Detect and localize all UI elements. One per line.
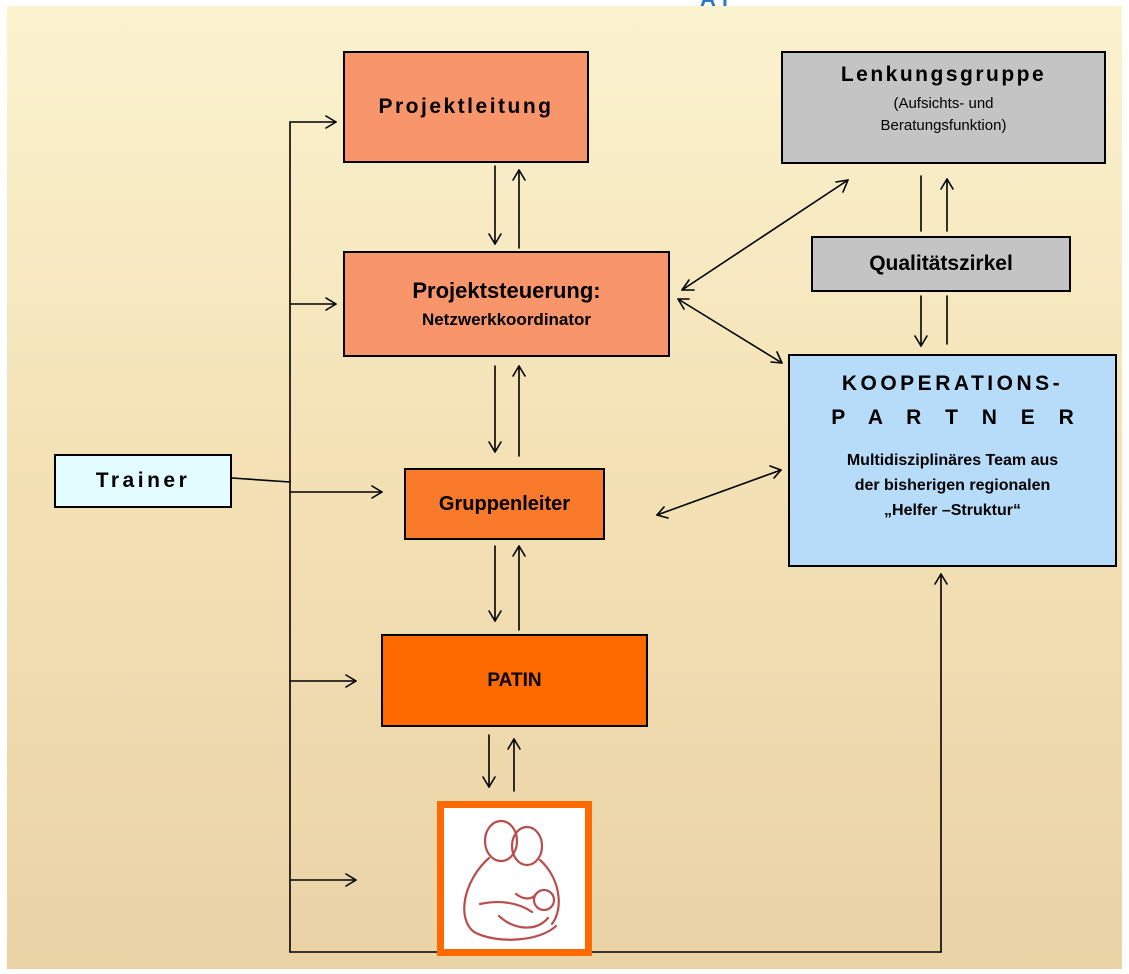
lenkungsgruppe-box: Lenkungsgruppe (Aufsichts- und Beratungs… [781, 51, 1106, 164]
projektleitung-label: Projektleitung [378, 95, 554, 118]
arrow-ps-koop [677, 298, 783, 364]
arrowhead-ps-lenkung-end [835, 179, 849, 193]
projektleitung-box: Projektleitung [343, 51, 589, 163]
kooperationspartner-description: Multidisziplinäres Team aus der bisherig… [847, 448, 1058, 523]
arrowhead-child [345, 873, 357, 887]
patin-label: PATIN [487, 669, 542, 691]
trainer-box: Trainer [54, 454, 232, 508]
arrowhead-projektsteuerung [325, 297, 337, 311]
lenkungsgruppe-subtitle: (Aufsichts- und Beratungsfunktion) [881, 93, 1007, 137]
kooperationspartner-title-line2: P A R T N E R [831, 406, 1074, 429]
arrowhead-kooperation-bottom [934, 573, 948, 585]
mother-child-logo-frame [437, 801, 592, 956]
arrowhead-gl-koop-start [656, 506, 669, 519]
arrowhead-ps-koop-start [677, 298, 690, 310]
arrowhead-gl-down [488, 610, 502, 622]
projektsteuerung-box: Projektsteuerung: Netzwerkkoordinator [343, 251, 670, 357]
arrowhead-gl-koop-end [769, 465, 782, 479]
arrow-ps-lenkung [681, 179, 849, 291]
lenkungsgruppe-title: Lenkungsgruppe [840, 63, 1047, 86]
arrowhead-pl-up [512, 169, 526, 181]
kooperationspartner-box: KOOPERATIONS- P A R T N E R Multidiszipl… [788, 354, 1117, 567]
gruppenleiter-box: Gruppenleiter [404, 468, 605, 540]
arrowhead-gl-up [512, 545, 526, 557]
kooperationspartner-desc-line2: der bisherigen regionalen [854, 477, 1051, 494]
arrowhead-patin-up [507, 738, 521, 750]
cropped-title-fragment: Ar [700, 0, 820, 6]
kooperationspartner-desc-line1: Multidisziplinäres Team aus [846, 452, 1059, 469]
lenkungsgruppe-subtitle-line1: (Aufsichts- und [893, 95, 994, 112]
qualitaetszirkel-label: Qualitätszirkel [869, 252, 1013, 275]
qualitaetszirkel-box: Qualitätszirkel [811, 236, 1071, 292]
arrowhead-gruppenleiter [371, 485, 383, 499]
patin-box: PATIN [381, 634, 648, 727]
mother-child-icon [463, 819, 560, 941]
arrowhead-ps-down [488, 441, 502, 453]
projektsteuerung-subtitle: Netzwerkkoordinator [421, 310, 592, 329]
projektsteuerung-title: Projektsteuerung: [412, 278, 601, 303]
trainer-to-trunk [231, 477, 291, 483]
arrowhead-projektleitung [325, 115, 337, 129]
kooperationspartner-title-line1: KOOPERATIONS- [841, 372, 1064, 395]
lenkungsgruppe-subtitle-line2: Beratungsfunktion) [880, 117, 1007, 134]
arrowhead-ps-up [512, 365, 526, 377]
arrowhead-patin [345, 674, 357, 688]
arrow-gl-koop [656, 469, 782, 516]
arrowhead-lenkung-up [940, 178, 954, 190]
trainer-label: Trainer [95, 469, 191, 492]
kooperationspartner-desc-line3: „Helfer –Struktur“ [884, 502, 1021, 519]
top-strip [0, 0, 1129, 6]
arrowhead-pl-down [488, 233, 502, 245]
arrowhead-ps-lenkung-start [681, 279, 695, 291]
arrowhead-patin-down [482, 776, 496, 788]
arrowhead-qz-down [914, 335, 928, 347]
gruppenleiter-label: Gruppenleiter [438, 492, 571, 515]
arrowhead-ps-koop-end [770, 351, 783, 364]
